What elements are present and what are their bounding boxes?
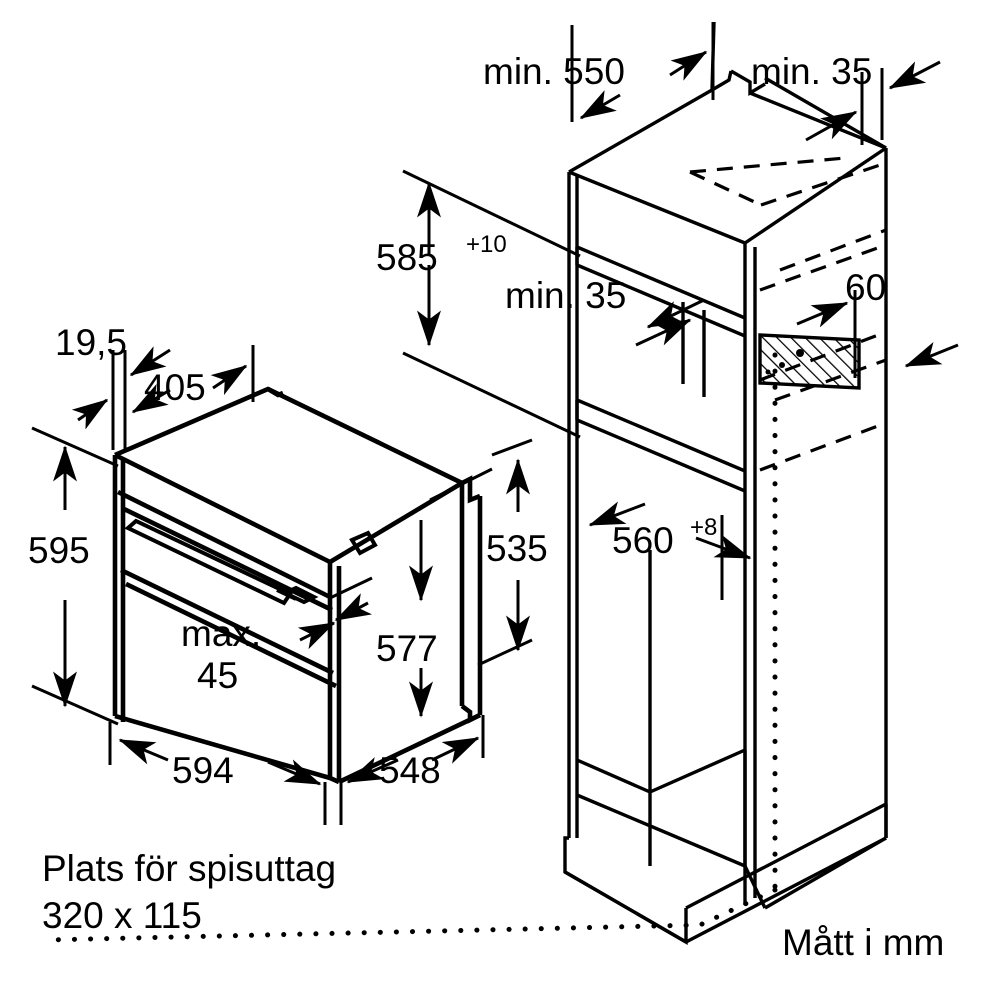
cabinet-shelf-mid-front-2 <box>576 418 746 493</box>
label-405: 405 <box>144 367 206 408</box>
cabinet-top-board-right-slope <box>744 146 887 245</box>
oven-control-strip-top <box>119 567 335 676</box>
oven-top-front-left <box>113 452 332 565</box>
label-548: 548 <box>379 750 441 791</box>
cabinet-plinth-inner-join <box>743 865 767 909</box>
cabinet-top-notch <box>711 70 733 92</box>
label-min-35-top: min. 35 <box>751 51 872 92</box>
arrow-max45-left <box>334 593 373 622</box>
oven-top-small-notch <box>266 387 284 398</box>
cabinet-top-notch-2 <box>730 69 766 97</box>
label-594: 594 <box>172 750 234 791</box>
label-min-550: min. 550 <box>483 51 625 92</box>
arrow-550-left <box>579 90 621 120</box>
oven-drawing <box>112 386 483 785</box>
oven-side-latch <box>349 530 378 556</box>
arrow-594-right <box>267 759 322 786</box>
arrow-560-left <box>588 501 646 527</box>
oven-control-strip-bottom <box>124 581 338 689</box>
label-560-superscript: +8 <box>690 514 717 541</box>
ext-max45-stub <box>329 576 373 600</box>
note-socket-line1: Plats för spisuttag <box>42 848 336 889</box>
ext-535-top <box>491 438 533 457</box>
oven-door-top-split-2 <box>120 505 334 613</box>
arrow-35top-out <box>888 60 941 90</box>
arrow-35mid-down <box>646 298 705 329</box>
label-60: 60 <box>845 267 886 308</box>
arrow-548-left <box>346 757 399 784</box>
arrow-max45-right <box>297 621 336 650</box>
label-595: 595 <box>28 530 90 571</box>
cabinet-shelf-top-front-2 <box>576 263 746 338</box>
arrow-405-left <box>131 384 171 414</box>
label-min-35-mid: min. 35 <box>505 275 626 316</box>
oven-bottom-front-corner <box>329 775 340 785</box>
hidden-vent-top-1 <box>779 228 887 272</box>
label-577: 577 <box>376 628 438 669</box>
label-535: 535 <box>486 528 548 569</box>
cabinet-plinth-bottom-slope <box>685 836 887 944</box>
ext-585-bottom <box>402 351 581 439</box>
label-max-prefix: max. <box>181 613 261 654</box>
rear-vent-hatched-block <box>758 333 861 390</box>
cabinet-plinth-front-edge <box>564 870 687 944</box>
arrow-195-out <box>129 346 171 377</box>
cabinet-top-front-edge <box>568 170 746 245</box>
hidden-lower-back-1 <box>759 421 887 472</box>
cabinet-plinth-top-slope <box>685 802 887 910</box>
cabinet-dimension-lines <box>402 22 959 600</box>
cabinet-shelf-mid-front <box>576 398 746 473</box>
arrow-195-in <box>71 398 109 430</box>
notes: Plats för spisuttag 320 x 115 Mått i mm <box>42 848 944 963</box>
vent-dot-2 <box>779 362 785 368</box>
dimension-labels: min. 550 min. 35 585 +10 min. 35 60 560 … <box>28 51 886 791</box>
hidden-vent-top-2 <box>759 243 887 292</box>
label-585: 585 <box>376 237 438 278</box>
vent-dot-3 <box>765 369 771 375</box>
ext-577-hidden <box>429 467 493 502</box>
arrow-405-right <box>210 364 248 396</box>
cabinet-floor-back-right <box>649 748 746 794</box>
hidden-top-back-2 <box>689 170 762 207</box>
vent-dot-1 <box>796 349 804 357</box>
label-560: 560 <box>612 520 674 561</box>
oven-control-knob <box>280 585 319 605</box>
note-socket-line2: 320 x 115 <box>42 895 202 936</box>
cabinet-floor-back-left <box>576 758 651 794</box>
arrow-560-right <box>695 534 752 560</box>
arrow-60-out <box>904 341 959 368</box>
label-max-value: 45 <box>197 655 238 696</box>
cabinet-shelf-top-front <box>576 245 746 320</box>
cabinet-floor-front <box>576 793 746 868</box>
cabinet-niche-drawing <box>563 21 888 945</box>
cable-to-socket-note <box>42 887 778 943</box>
arrow-548-right <box>431 736 480 764</box>
label-19-5: 19,5 <box>55 322 127 363</box>
oven-door-top-split <box>116 489 332 600</box>
note-units: Mått i mm <box>782 922 944 963</box>
arrow-550-right <box>669 50 708 81</box>
hidden-top-back-3 <box>760 163 881 207</box>
label-585-superscript: +10 <box>466 231 507 258</box>
arrow-60-in <box>796 301 849 328</box>
cable-route-dotted <box>42 352 778 943</box>
arrow-594-left <box>118 738 169 765</box>
arrow-35top-in <box>805 110 858 142</box>
oven-dimension-lines <box>31 345 533 825</box>
